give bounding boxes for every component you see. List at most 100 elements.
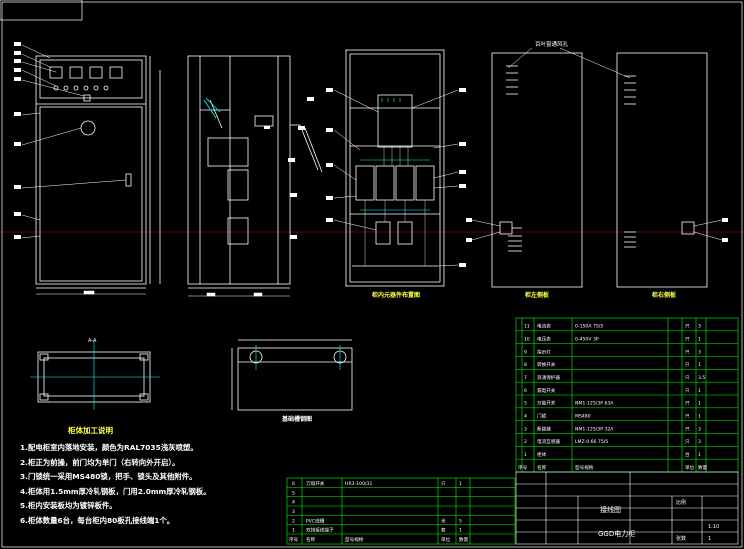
rear-top-title: 百叶窗通风孔 <box>535 40 569 48</box>
bom-cell-name: 浪涌保护器 <box>537 374 560 381</box>
title-block-sheet-label: 张数 <box>676 535 686 542</box>
bom-cell-spec: NM1-125/3P 63A <box>575 401 614 407</box>
title-block-scale-label: 比例 <box>676 499 686 506</box>
bom-cell-index: 4 <box>524 413 527 419</box>
lower-cell-index: 5 <box>292 490 295 496</box>
lower-footer-cell: 型号规格 <box>345 536 364 543</box>
title-block <box>515 471 739 545</box>
lower-cell-qty: 5 <box>459 518 462 524</box>
title-block-sheet-value: 1 <box>708 536 711 542</box>
bom-cell-index: 3 <box>524 426 527 432</box>
rear-door-a <box>491 52 583 288</box>
rear-balloons <box>466 218 728 242</box>
front-view-dimension <box>36 290 146 295</box>
bom-cell-qty: 3.5 <box>698 375 705 381</box>
interior-view <box>345 49 445 287</box>
bom-cell-index: 7 <box>524 375 527 381</box>
bom-cell-qty: 1 <box>698 452 701 458</box>
lower-footer-cell: 数量 <box>459 536 469 543</box>
interior-balloons <box>326 88 466 267</box>
bom-cell-qty: 3 <box>698 349 701 355</box>
lower-cell-unit: 套 <box>441 527 446 534</box>
base-detail-accents <box>255 345 341 370</box>
front-view <box>35 55 161 289</box>
lower-cell-index: 1 <box>292 528 295 534</box>
bom-cell-spec: 0-150A 75/5 <box>575 324 603 330</box>
side-view-balloons <box>264 97 314 239</box>
lower-footer-cell: 名称 <box>306 536 316 543</box>
bom-cell-spec: MS480 <box>575 413 591 419</box>
bom-cell-unit: 只 <box>685 324 690 330</box>
bom-cell-spec: LMZ-0.66 75/5 <box>575 439 608 445</box>
bom-cell-index: 10 <box>524 336 530 342</box>
note-item: 3.门锁统一采用MS480锁，把手、锁头及其他附件。 <box>20 472 197 482</box>
bom-cell-name: 电流表 <box>537 323 551 330</box>
bom-cell-unit: 只 <box>685 388 690 394</box>
bom-cell-name: 电压表 <box>537 335 551 342</box>
base-plan-axes <box>30 340 160 410</box>
lower-cell-name: PVC线槽 <box>306 517 325 524</box>
notes-title: 柜体加工说明 <box>68 426 113 435</box>
rear-leaders <box>471 47 723 241</box>
bom-cell-unit: 只 <box>685 426 690 432</box>
bom-header-cell: 名称 <box>537 464 547 471</box>
bom-cell-name: 柜体 <box>537 451 547 458</box>
lower-table-grid <box>286 477 516 545</box>
bom-header-cell: 型号规格 <box>575 464 594 471</box>
bom-header-cell: 序号 <box>518 464 528 471</box>
note-item: 2.柜正为前操，前门均为单门（右转向外开启）。 <box>20 457 180 467</box>
lower-cell-index: 2 <box>292 518 295 524</box>
bom-cell-qty: 1 <box>698 401 701 407</box>
lower-cell-qty: 1 <box>459 481 462 487</box>
lower-cell-index: 4 <box>292 500 295 506</box>
front-view-balloons <box>14 42 21 239</box>
bom-cell-unit: 只 <box>685 401 690 407</box>
note-item: 5.柜内安装板均为镀锌板件。 <box>20 501 117 511</box>
note-item: 6.柜体数量6台，每台柜内80板孔接线端1个。 <box>20 515 175 525</box>
lower-cell-qty: 1 <box>459 528 462 534</box>
lower-cell-index: 6 <box>292 481 295 487</box>
base-plan-title: A-A <box>88 338 97 344</box>
bom-cell-name: 电流互感器 <box>537 438 560 445</box>
note-item: 1.配电柜室内落地安装，颜色为RAL7035浅灰喷塑。 <box>20 443 198 452</box>
bom-cell-unit: 只 <box>685 413 690 419</box>
bom-cell-unit: 只 <box>685 439 690 445</box>
lower-cell-spec: HR3-100/31 <box>345 481 372 487</box>
title-block-cabinet-name: GGD电力柜 <box>598 529 635 538</box>
bom-cell-index: 8 <box>524 362 527 368</box>
base-detail <box>231 339 353 411</box>
title-block-drawing-name: 接线图 <box>600 505 621 514</box>
bom-cell-spec: NM1-125/3P 32A <box>575 426 614 432</box>
bom-cell-index: 6 <box>524 388 527 394</box>
bom-cell-name: 门锁 <box>537 412 547 419</box>
bom-cell-qty: 3 <box>698 439 701 445</box>
interior-accents <box>360 98 430 211</box>
rear-door-b-title: 柜右侧板 <box>651 291 677 299</box>
corner-frame <box>0 0 83 21</box>
base-detail-title: 基础槽钢图 <box>281 415 312 423</box>
notes-list: 1.配电柜室内落地安装，颜色为RAL7035浅灰喷塑。 2.柜正为前操，前门均为… <box>20 441 211 529</box>
lower-cell-name: 刀熔开关 <box>306 480 325 487</box>
bom-cell-spec: 0-450V 3P <box>575 336 599 342</box>
lower-cell-name: 双排接线端子 <box>306 527 334 534</box>
interior-wiring <box>364 147 426 266</box>
bom-cell-unit: 只 <box>685 362 690 368</box>
lower-cell-unit: 米 <box>441 517 446 524</box>
bom-cell-name: 转换开关 <box>537 361 556 368</box>
rear-door-a-title: 柜左侧板 <box>524 291 550 299</box>
bom-cell-name: 漏电开关 <box>537 387 556 394</box>
bom-cell-unit: 只 <box>685 349 690 355</box>
bom-cell-qty: 1 <box>698 388 701 394</box>
bom-cell-qty: 1 <box>698 413 701 419</box>
bom-cell-qty: 1 <box>698 336 701 342</box>
bom-cell-unit: 台 <box>685 451 690 458</box>
side-view-dimension <box>188 292 290 297</box>
bom-cell-name: 指示灯 <box>537 348 551 355</box>
rear-door-b <box>616 52 708 288</box>
bom-cell-name: 万能开关 <box>537 400 556 407</box>
side-view-accents <box>203 97 221 119</box>
bom-cell-unit: 只 <box>685 375 690 381</box>
